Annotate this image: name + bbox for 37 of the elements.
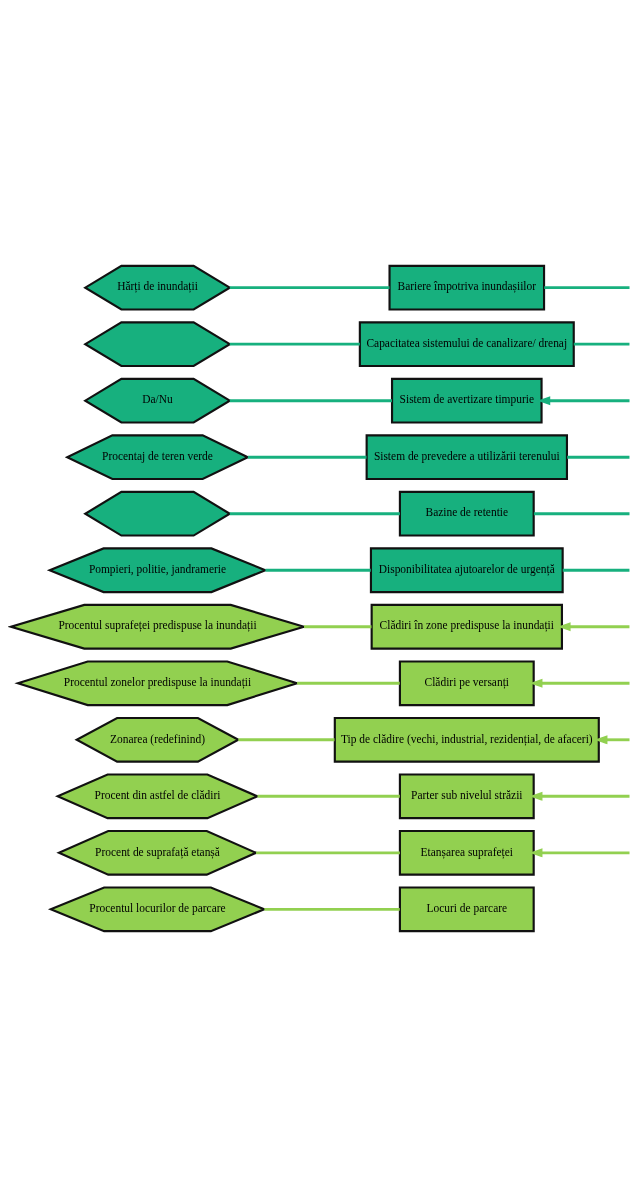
node-box: Parter sub nivelul străzii [398, 772, 535, 819]
connector [264, 907, 400, 911]
connector [297, 681, 400, 685]
connector [573, 342, 630, 346]
connector [257, 794, 400, 798]
connector [229, 511, 400, 515]
node-hexagon [83, 320, 232, 367]
connector [229, 398, 392, 402]
arrow [557, 621, 630, 631]
node-box: Tip de clădire (vechi, industrial, rezidențial, de afaceri) [333, 716, 600, 763]
connector [247, 455, 367, 459]
connector [533, 511, 630, 515]
connector [229, 342, 360, 346]
connector [238, 737, 335, 741]
node-box: Clădiri pe versanți [398, 659, 535, 706]
node-box: Etanșarea suprafeței [398, 829, 535, 876]
connector [256, 850, 400, 854]
connector [229, 285, 390, 289]
node-box: Locuri de parcare [398, 885, 535, 932]
node-box: Sistem de prevedere a utilizării terenului [365, 433, 569, 480]
node-box: Capacitatea sistemului de canalizare/ drenaj [358, 320, 575, 367]
connector [567, 455, 630, 459]
connector [544, 285, 630, 289]
connector [562, 568, 630, 572]
connector [265, 568, 371, 572]
connector [304, 624, 372, 628]
node-box: Disponibilitatea ajutoarelor de urgență [369, 546, 564, 593]
arrow [529, 791, 630, 801]
arrow [594, 734, 630, 744]
node-box: Bariere împotriva inundașiilor [388, 264, 546, 311]
node-box: Bazine de retentie [398, 490, 535, 537]
node-box: Sistem de avertizare timpurie [390, 377, 543, 424]
node-hexagon [83, 490, 232, 537]
arrow [529, 678, 630, 688]
arrow [529, 847, 630, 857]
arrow [537, 395, 630, 405]
node-box: Clădiri în zone predispuse la inundații [370, 603, 563, 650]
